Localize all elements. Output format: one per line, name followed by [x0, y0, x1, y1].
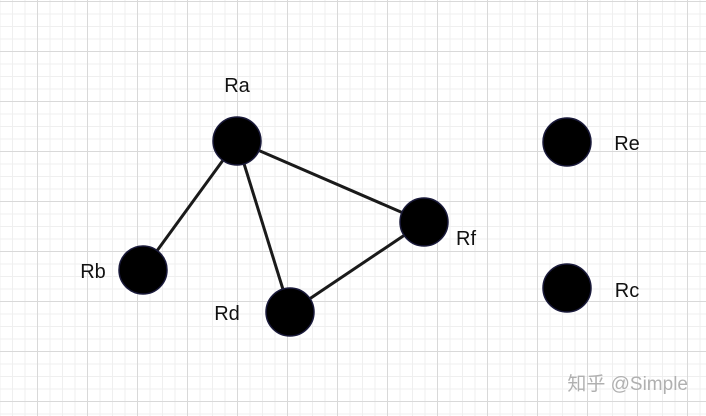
watermark: 知乎 @Simple: [567, 374, 688, 395]
edge-Ra-Rb: [141, 140, 239, 271]
node-Ra: [212, 116, 262, 166]
node-label-Rf: Rf: [456, 228, 476, 250]
node-Rd: [265, 287, 315, 337]
node-Rc: [542, 263, 592, 313]
node-label-Ra: Ra: [224, 75, 250, 97]
edge-Rd-Rf: [289, 220, 425, 314]
node-Re: [542, 117, 592, 167]
node-Rf: [399, 197, 449, 247]
edge-Ra-Rd: [235, 140, 292, 313]
node-label-Re: Re: [614, 133, 640, 155]
node-Rb: [118, 245, 168, 295]
node-label-Rb: Rb: [80, 261, 106, 283]
node-label-Rc: Rc: [615, 280, 639, 302]
edge-Ra-Rf: [236, 139, 425, 224]
node-label-Rd: Rd: [214, 303, 240, 325]
